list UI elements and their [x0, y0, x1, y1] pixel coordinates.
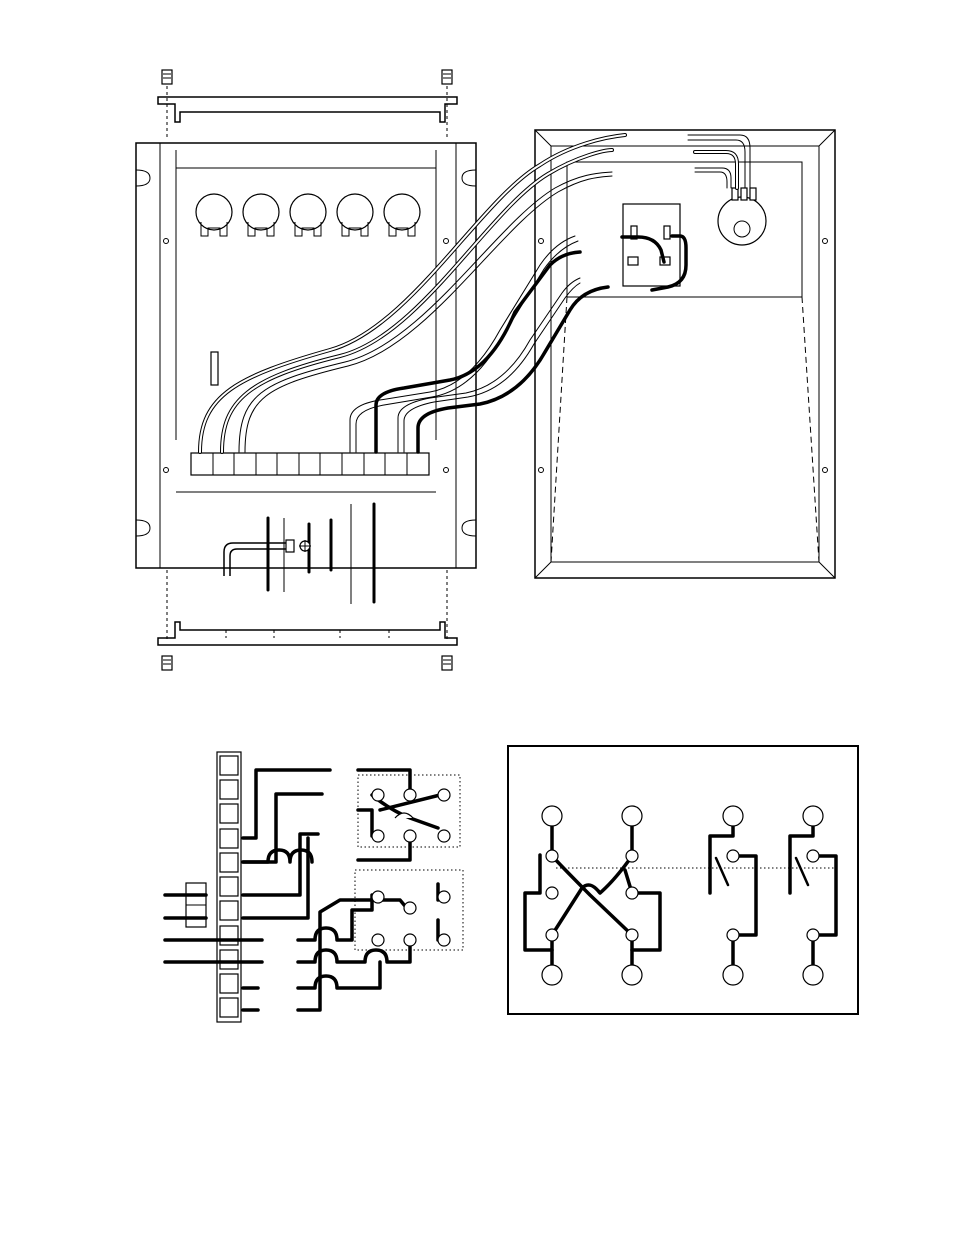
schematic-left [165, 752, 463, 1022]
rear-potentiometer [718, 188, 766, 245]
front-potentiometers [196, 194, 420, 236]
front-lower-components [224, 504, 374, 604]
dpdt-switch [525, 806, 660, 985]
schematic-terminal-cells [220, 756, 238, 1017]
bottom-bracket [158, 622, 457, 645]
spst-switch-1 [710, 806, 756, 985]
pot-4 [337, 194, 373, 236]
screw-top-left [162, 70, 172, 84]
cable-harness [200, 135, 750, 452]
pot-2 [243, 194, 279, 236]
pot-1 [196, 194, 232, 236]
front-terminal-strip [191, 453, 429, 475]
spst-switch-2 [790, 806, 836, 985]
schematic-right [508, 746, 858, 1014]
jack-plate [623, 204, 680, 286]
top-bracket [158, 97, 457, 122]
screw-bottom-left [162, 656, 172, 670]
rear-enclosure [535, 130, 835, 578]
slide-switch [211, 352, 218, 385]
screw-top-right [442, 70, 452, 84]
pot-5 [384, 194, 420, 236]
screw-bottom-right [442, 656, 452, 670]
pot-3 [290, 194, 326, 236]
